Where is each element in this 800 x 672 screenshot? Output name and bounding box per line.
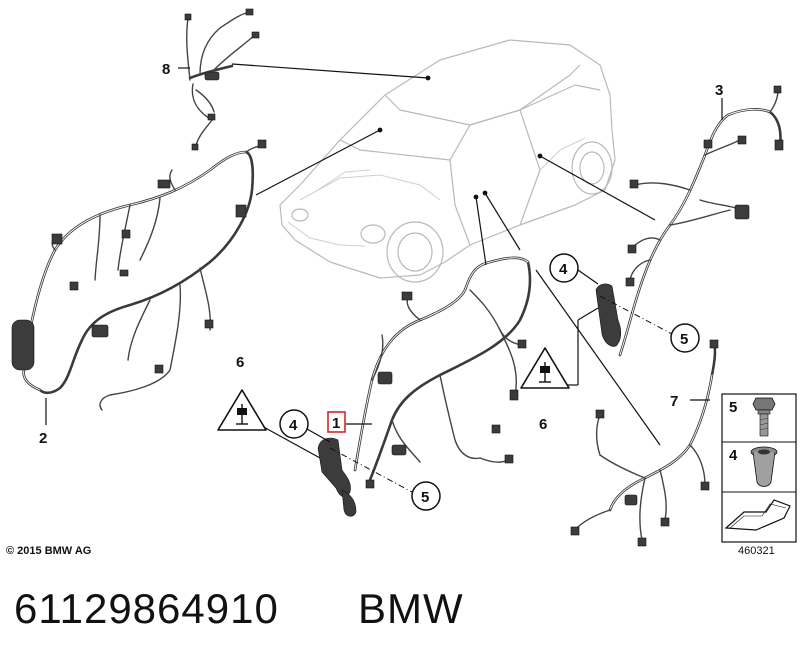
callout-3[interactable]: 3 bbox=[715, 82, 723, 99]
leader-lines bbox=[45, 63, 723, 493]
legend-label-5: 5 bbox=[729, 399, 737, 416]
legend-label-4: 4 bbox=[729, 447, 738, 464]
part-number: 61129864910 bbox=[14, 585, 279, 632]
direction-arrow-icon bbox=[724, 499, 791, 531]
callout-1[interactable]: 1 bbox=[332, 415, 340, 432]
callout-6-right[interactable]: 6 bbox=[539, 416, 547, 433]
callout-1-highlight-box bbox=[327, 411, 346, 433]
copyright-text: © 2015 BMW AG bbox=[6, 545, 91, 557]
warning-symbol-left bbox=[217, 389, 267, 431]
harness-3[interactable] bbox=[595, 85, 784, 357]
harness-8[interactable] bbox=[184, 8, 260, 151]
harness-2[interactable] bbox=[11, 139, 267, 411]
harness-7[interactable] bbox=[570, 339, 719, 547]
callout-7[interactable]: 7 bbox=[670, 393, 678, 410]
brand-name: BMW bbox=[358, 585, 464, 632]
nut-icon bbox=[750, 446, 778, 487]
warning-symbol-right bbox=[520, 347, 570, 389]
bolt-icon bbox=[752, 397, 776, 437]
callout-2[interactable]: 2 bbox=[39, 430, 47, 447]
callout-4-front[interactable]: 4 bbox=[289, 417, 298, 434]
callout-5-rear[interactable]: 5 bbox=[680, 331, 688, 348]
parts-legend: 5 4 bbox=[721, 393, 797, 543]
harness-1[interactable] bbox=[317, 256, 532, 517]
callout-4-rear[interactable]: 4 bbox=[559, 261, 568, 278]
callout-8[interactable]: 8 bbox=[162, 61, 170, 78]
car-outline bbox=[279, 39, 616, 283]
callout-6-left[interactable]: 6 bbox=[236, 354, 244, 371]
callout-5-front[interactable]: 5 bbox=[421, 489, 429, 506]
diagram-number: 460321 bbox=[738, 545, 775, 557]
